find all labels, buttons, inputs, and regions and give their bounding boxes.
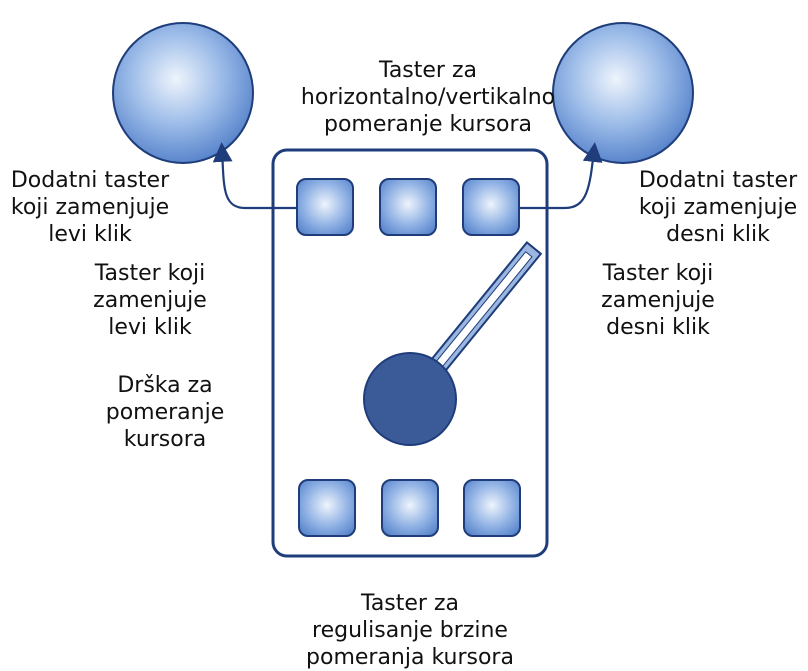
- label-line: Dodatni taster: [638, 168, 798, 193]
- label-line: Drška za: [117, 373, 213, 398]
- label-line: pomeranja kursora: [306, 645, 514, 670]
- label-line: Dodatni taster: [10, 168, 170, 193]
- label-line: horizontalno/vertikalno: [300, 85, 556, 110]
- label-line: levi klik: [48, 222, 132, 247]
- label-line: regulisanje brzine: [312, 618, 508, 643]
- label-line: koji zamenjuje: [638, 195, 798, 220]
- label-left-click: Taster koji zamenjuje levi klik: [70, 260, 230, 341]
- extra-left-click-circle: [112, 22, 254, 164]
- right-click-button: [462, 178, 520, 236]
- extra-right-click-circle: [552, 22, 694, 164]
- label-line: desni klik: [606, 315, 710, 340]
- left-click-button: [296, 178, 354, 236]
- label-line: zamenjuje: [93, 288, 207, 313]
- label-line: Taster za: [379, 58, 477, 83]
- label-extra-left-click: Dodatni taster koji zamenjuje levi klik: [0, 167, 180, 248]
- label-line: kursora: [123, 427, 207, 452]
- label-extra-right-click: Dodatni taster koji zamenjuje desni klik: [628, 167, 808, 248]
- label-handle: Drška za pomeranje kursora: [95, 372, 235, 453]
- joystick-handle: [363, 352, 457, 446]
- label-line: pomeranje: [105, 400, 225, 425]
- label-line: Taster koji: [602, 261, 714, 286]
- label-line: Taster za: [361, 591, 459, 616]
- label-move-button: Taster za horizontalno/vertikalno pomera…: [248, 57, 608, 138]
- left-connector-arrow: [212, 142, 296, 210]
- label-line: levi klik: [108, 315, 192, 340]
- label-line: Taster koji: [94, 261, 206, 286]
- label-line: koji zamenjuje: [10, 195, 170, 220]
- speed-button-2: [381, 479, 439, 537]
- label-line: zamenjuje: [601, 288, 715, 313]
- label-speed-button: Taster za regulisanje brzine pomeranja k…: [290, 590, 530, 671]
- label-line: pomeranje kursora: [323, 112, 532, 137]
- speed-button-3: [463, 479, 521, 537]
- label-line: desni klik: [666, 222, 770, 247]
- speed-button-1: [298, 479, 356, 537]
- right-connector-arrow: [520, 142, 603, 210]
- label-right-click: Taster koji zamenjuje desni klik: [578, 260, 738, 341]
- top-middle-button: [379, 178, 437, 236]
